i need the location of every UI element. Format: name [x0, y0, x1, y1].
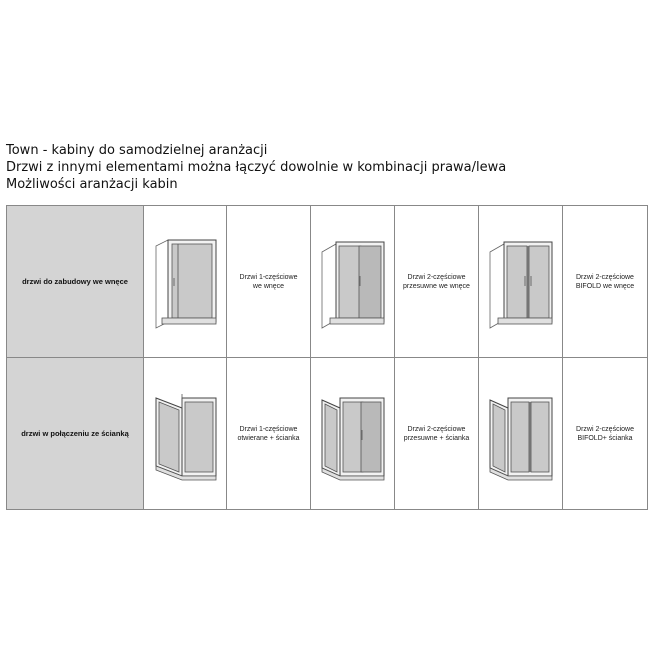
- caption-line: przesuwne + ścianka: [403, 434, 470, 442]
- table-cell-image: [311, 358, 394, 509]
- table-cell-image: [144, 206, 226, 357]
- table-rule-bottom: [7, 509, 647, 510]
- caption-line: Drzwi 2-częściowe: [407, 425, 466, 433]
- table-cell-image: [479, 206, 562, 357]
- table-column-rule: [394, 205, 395, 510]
- caption-line: BIFOLD we wnęce: [575, 282, 635, 290]
- bifold-door-niche-icon: [489, 241, 552, 329]
- table-column-rule: [226, 205, 227, 510]
- table-cell-image: [311, 206, 394, 357]
- sliding-door-niche-icon: [321, 241, 384, 329]
- caption-line: BIFOLD+ ścianka: [577, 434, 633, 442]
- caption-line: przesuwne we wnęce: [403, 282, 470, 290]
- table-column-rule: [478, 205, 479, 510]
- caption-line: we wnęce: [252, 282, 285, 290]
- single-door-wall-icon: [155, 393, 217, 480]
- row-label-wall: drzwi w połączeniu ze ścianką: [7, 358, 144, 509]
- table-cell-image: [144, 358, 226, 509]
- caption-line: Drzwi 2-częściowe: [407, 273, 466, 281]
- caption-line: Drzwi 2-częściowe: [576, 273, 634, 281]
- table-column-rule: [562, 205, 563, 510]
- heading-section: Możliwości aranżacji kabin: [6, 177, 178, 192]
- table-column-rule: [310, 205, 311, 510]
- table-rule-middle: [7, 357, 647, 358]
- bifold-door-wall-icon: [489, 397, 552, 480]
- arrangement-table: drzwi do zabudowy we wnęce Drzwi 1-częśc…: [6, 205, 648, 510]
- heading-title: Town - kabiny do samodzielnej aranżacji: [6, 143, 268, 158]
- heading-subtitle: Drzwi z innymi elementami można łączyć d…: [6, 160, 507, 175]
- table-cell-image: [479, 358, 562, 509]
- caption-line: Drzwi 2-częściowe: [576, 425, 634, 433]
- caption-line: otwierane + ścianka: [237, 434, 300, 442]
- single-door-niche-icon: [155, 238, 217, 329]
- caption-line: Drzwi 1-częściowe: [239, 425, 298, 433]
- table-rule-top: [7, 205, 647, 206]
- caption-line: Drzwi 1-częściowe: [239, 273, 298, 281]
- document-heading: Town - kabiny do samodzielnej aranżacji …: [6, 142, 506, 193]
- sliding-door-wall-icon: [321, 397, 384, 480]
- row-label-niche: drzwi do zabudowy we wnęce: [7, 206, 144, 357]
